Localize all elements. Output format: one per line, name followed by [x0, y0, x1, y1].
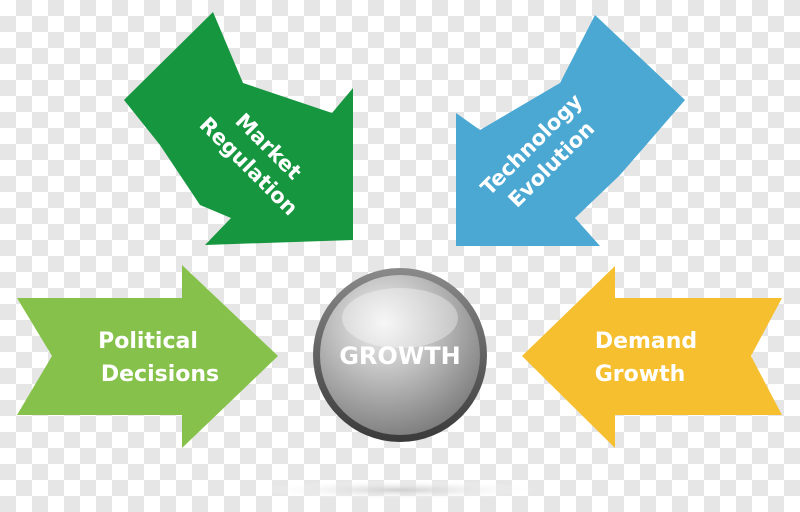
market-regulation-arrow: Market Regulation	[124, 12, 353, 245]
political-decisions-line1: Political	[98, 329, 198, 354]
political-decisions-line2: Decisions	[101, 362, 219, 387]
hub-highlight	[342, 288, 458, 348]
hub-label: GROWTH	[339, 342, 461, 370]
market-regulation-arrow-shape	[124, 12, 353, 245]
demand-growth-line2: Growth	[595, 362, 686, 387]
political-decisions-arrow-shape	[17, 265, 278, 448]
technology-evolution-arrow-shape	[456, 15, 685, 246]
political-decisions-arrow: Political Decisions	[17, 265, 278, 448]
hub-face	[320, 275, 480, 435]
demand-growth-line1: Demand	[595, 329, 697, 354]
demand-growth-arrow: Demand Growth	[522, 266, 782, 448]
demand-growth-arrow-shape	[522, 266, 782, 448]
hub-shadow	[260, 480, 540, 500]
growth-hub: GROWTH	[313, 268, 487, 442]
technology-evolution-arrow: Technology Evolution	[456, 15, 685, 246]
